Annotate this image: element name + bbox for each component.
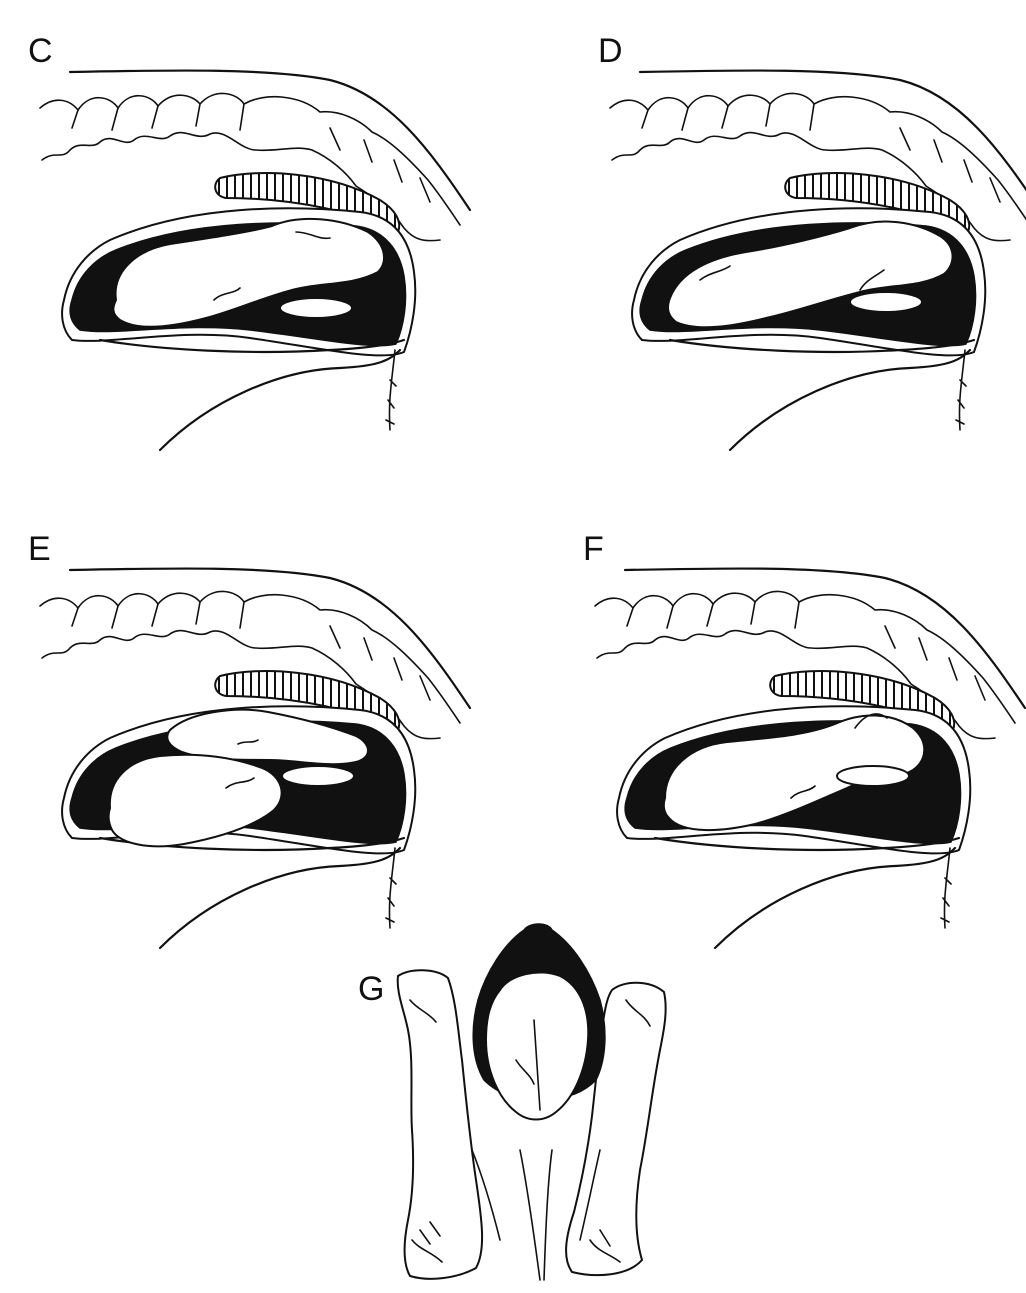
panel-g: G (358, 924, 666, 1280)
fetus-g (486, 972, 588, 1119)
bladder-e (282, 766, 354, 786)
pelvic-bone-left (398, 970, 482, 1279)
panel-label-g: G (358, 970, 384, 1008)
bladder-d (850, 292, 922, 312)
panel-label-d: D (598, 32, 623, 70)
bladder-f (837, 766, 909, 786)
panel-d: D (598, 32, 1026, 450)
panel-c: C (28, 32, 470, 450)
panel-label-c: C (28, 32, 53, 70)
panel-label-e: E (28, 530, 51, 568)
panel-label-f: F (583, 530, 604, 568)
panel-f: F (583, 530, 1025, 948)
bladder-c (280, 298, 352, 318)
panel-e: E (28, 530, 470, 948)
